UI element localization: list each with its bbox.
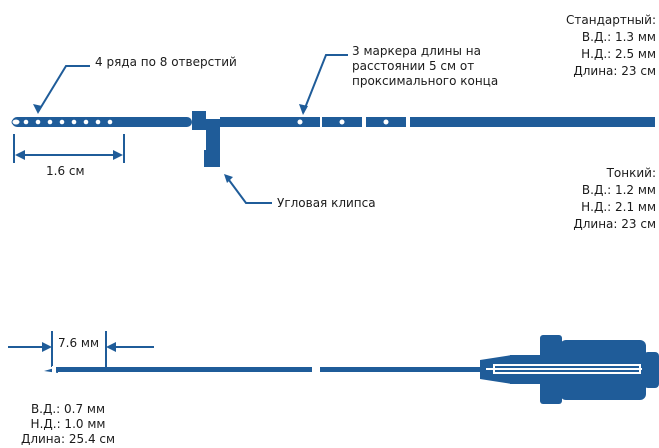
- standard-spec-id: В.Д.: 1.3 мм: [581, 30, 656, 44]
- clip-arrowhead: [224, 174, 233, 183]
- holes-leader-line: [37, 65, 90, 113]
- hole-5: [71, 119, 77, 125]
- needle-spec-id: В.Д.: 0.7 мм: [30, 402, 106, 416]
- standard-spec-od: Н.Д.: 2.5 мм: [581, 47, 656, 61]
- needle-shaft-right: [320, 367, 482, 372]
- hole-1: [23, 119, 29, 125]
- thin-spec-id: В.Д.: 1.2 мм: [581, 183, 656, 197]
- angle-clip-top: [192, 111, 206, 130]
- hub-stylet-slot: [493, 364, 641, 374]
- needle-dim-left-arrowhead: [42, 342, 52, 352]
- holes-label: 4 ряда по 8 отверстий: [95, 55, 237, 69]
- clip-leader-line: [225, 175, 272, 204]
- markers-label-line1: 3 маркера длины на: [352, 44, 481, 58]
- markers-label-line3: проксимального конца: [352, 74, 499, 88]
- tip-opening: [11, 118, 21, 126]
- catheter-segment-5: [410, 117, 655, 127]
- thin-spec-title: Тонкий:: [606, 166, 656, 180]
- hole-8: [107, 119, 113, 125]
- standard-spec: Стандартный: В.Д.: 1.3 мм Н.Д.: 2.5 мм Д…: [566, 12, 656, 80]
- hole-7: [95, 119, 101, 125]
- thin-spec: Тонкий: В.Д.: 1.2 мм Н.Д.: 2.1 мм Длина:…: [573, 165, 656, 233]
- length-marker-3: [383, 119, 389, 125]
- markers-leader-line: [302, 54, 348, 114]
- length-marker-2: [339, 119, 345, 125]
- needle-cannula-tip-gap: [52, 366, 56, 373]
- holes-arrowhead: [33, 104, 42, 114]
- standard-spec-length: Длина: 23 см: [573, 64, 656, 78]
- markers-label: 3 маркера длины на расстоянии 5 см от пр…: [352, 44, 498, 89]
- catheter-tip-segment: [12, 117, 192, 127]
- thin-spec-length: Длина: 23 см: [573, 217, 656, 231]
- markers-label-line2: расстоянии 5 см от: [352, 59, 475, 73]
- hole-2: [35, 119, 41, 125]
- needle-dim-right-arrowhead: [106, 342, 116, 352]
- dim-left-arrowhead: [15, 150, 25, 160]
- angle-clip-foot: [204, 150, 220, 167]
- hub-end-cap: [644, 352, 659, 388]
- needle-spec-length: Длина: 25.4 см: [20, 432, 116, 446]
- clip-label: Угловая клипса: [277, 196, 376, 210]
- hole-4: [59, 119, 65, 125]
- needle-spec: В.Д.: 0.7 мм Н.Д.: 1.0 мм Длина: 25.4 см: [6, 402, 130, 447]
- dim-right-arrowhead: [113, 150, 123, 160]
- hole-6: [83, 119, 89, 125]
- needle-dimension-label: 7.6 мм: [58, 336, 100, 350]
- length-marker-1: [297, 119, 303, 125]
- catheter-segment-2: [220, 117, 320, 127]
- markers-arrowhead: [299, 104, 308, 115]
- thin-spec-od: Н.Д.: 2.1 мм: [581, 200, 656, 214]
- needle-shaft-left: [56, 367, 312, 372]
- hole-3: [47, 119, 53, 125]
- length-dimension-label: 1.6 см: [46, 164, 85, 178]
- needle-spec-od: Н.Д.: 1.0 мм: [30, 417, 106, 431]
- standard-spec-title: Стандартный:: [566, 13, 656, 27]
